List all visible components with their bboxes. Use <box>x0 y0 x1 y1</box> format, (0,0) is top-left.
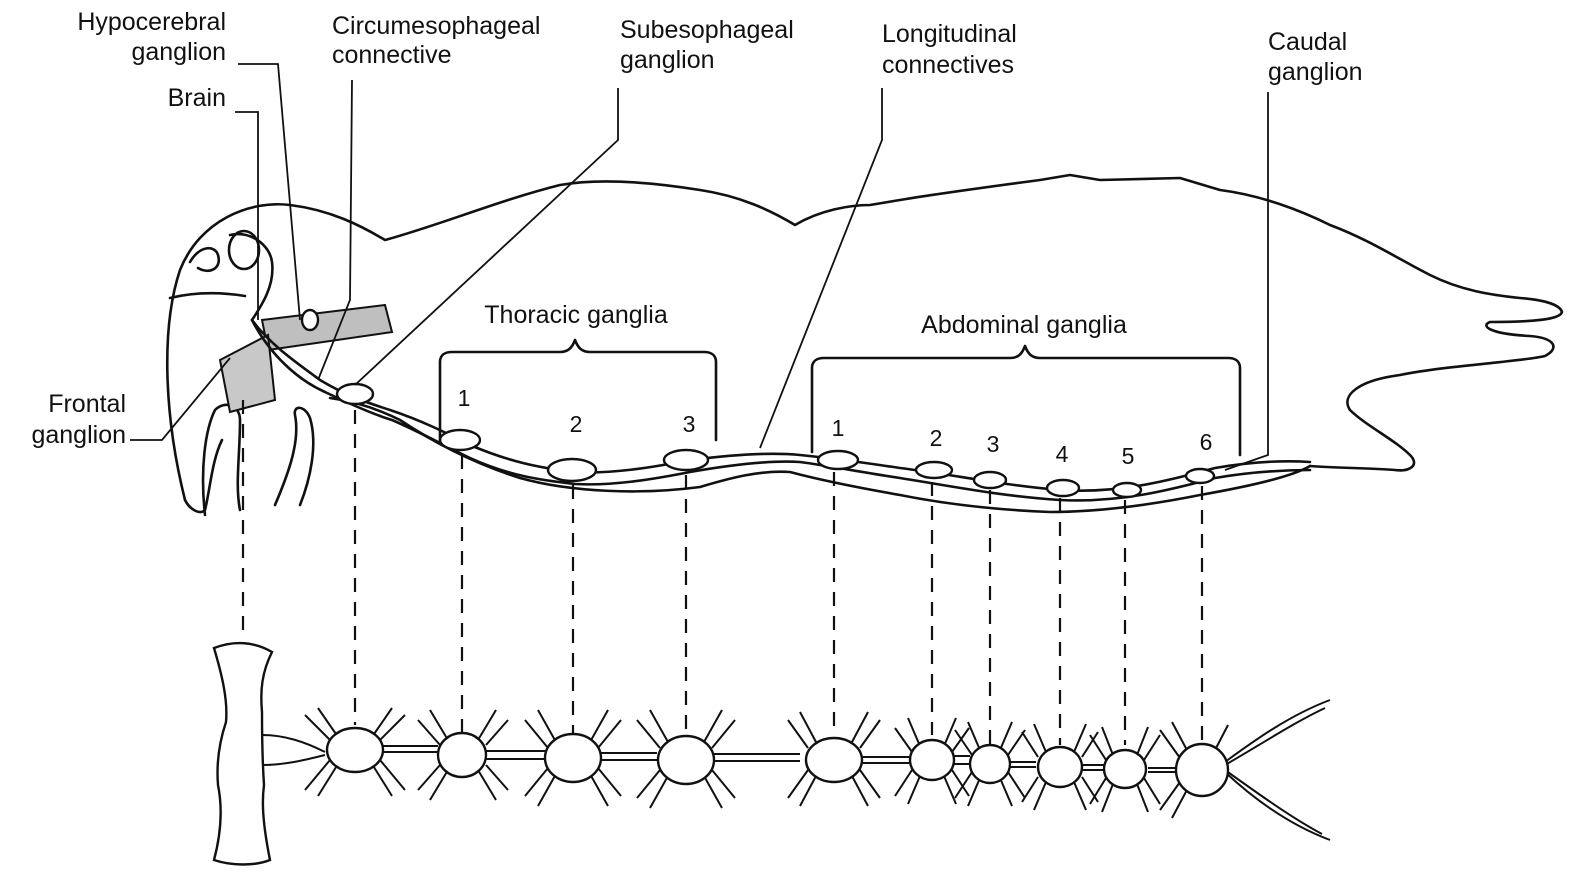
label-caudal-1: Caudal <box>1268 28 1347 56</box>
side-nerve-cord <box>230 234 1310 500</box>
label-subesophageal-2: ganglion <box>620 46 715 74</box>
label-frontal-1: Frontal <box>48 390 126 418</box>
abdominal-number-5: 5 <box>1122 443 1135 469</box>
abdominal-number-2: 2 <box>930 425 943 451</box>
dorsal-brain <box>214 643 272 864</box>
leader-hypocerebral <box>238 64 300 320</box>
label-thoracic-ganglia: Thoracic ganglia <box>484 301 668 329</box>
label-abdominal-ganglia: Abdominal ganglia <box>921 311 1127 339</box>
label-hypocerebral-1: Hypocerebral <box>77 8 226 36</box>
label-longitudinal-1: Longitudinal <box>882 20 1017 48</box>
thoracic-number-2: 2 <box>570 411 583 437</box>
thoracic-number-3: 3 <box>683 411 696 437</box>
abdominal-bracket <box>812 346 1240 455</box>
label-brain: Brain <box>168 84 226 112</box>
leader-caudal <box>1225 92 1268 470</box>
thoracic-number-1: 1 <box>458 385 471 411</box>
abdominal-number-4: 4 <box>1056 441 1069 467</box>
leader-longitudinal <box>760 88 882 448</box>
label-circumesophageal-2: connective <box>332 41 452 69</box>
label-longitudinal-2: connectives <box>882 51 1014 79</box>
dorsal-ganglion-a6-caudal <box>1160 722 1228 818</box>
dorsal-ganglion-a1 <box>788 712 880 806</box>
label-circumesophageal-1: Circumesophageal <box>332 12 540 40</box>
label-hypocerebral-2: ganglion <box>131 38 226 66</box>
label-frontal-2: ganglion <box>31 421 126 449</box>
leader-brain <box>235 112 258 320</box>
label-caudal-2: ganglion <box>1268 58 1363 86</box>
leader-frontal <box>130 358 230 440</box>
dorsal-nerve-chain <box>214 643 1330 864</box>
abdominal-number-3: 3 <box>987 431 1000 457</box>
abdominal-number-6: 6 <box>1200 429 1213 455</box>
abdominal-number-1: 1 <box>832 415 845 441</box>
label-subesophageal-1: Subesophageal <box>620 16 794 44</box>
